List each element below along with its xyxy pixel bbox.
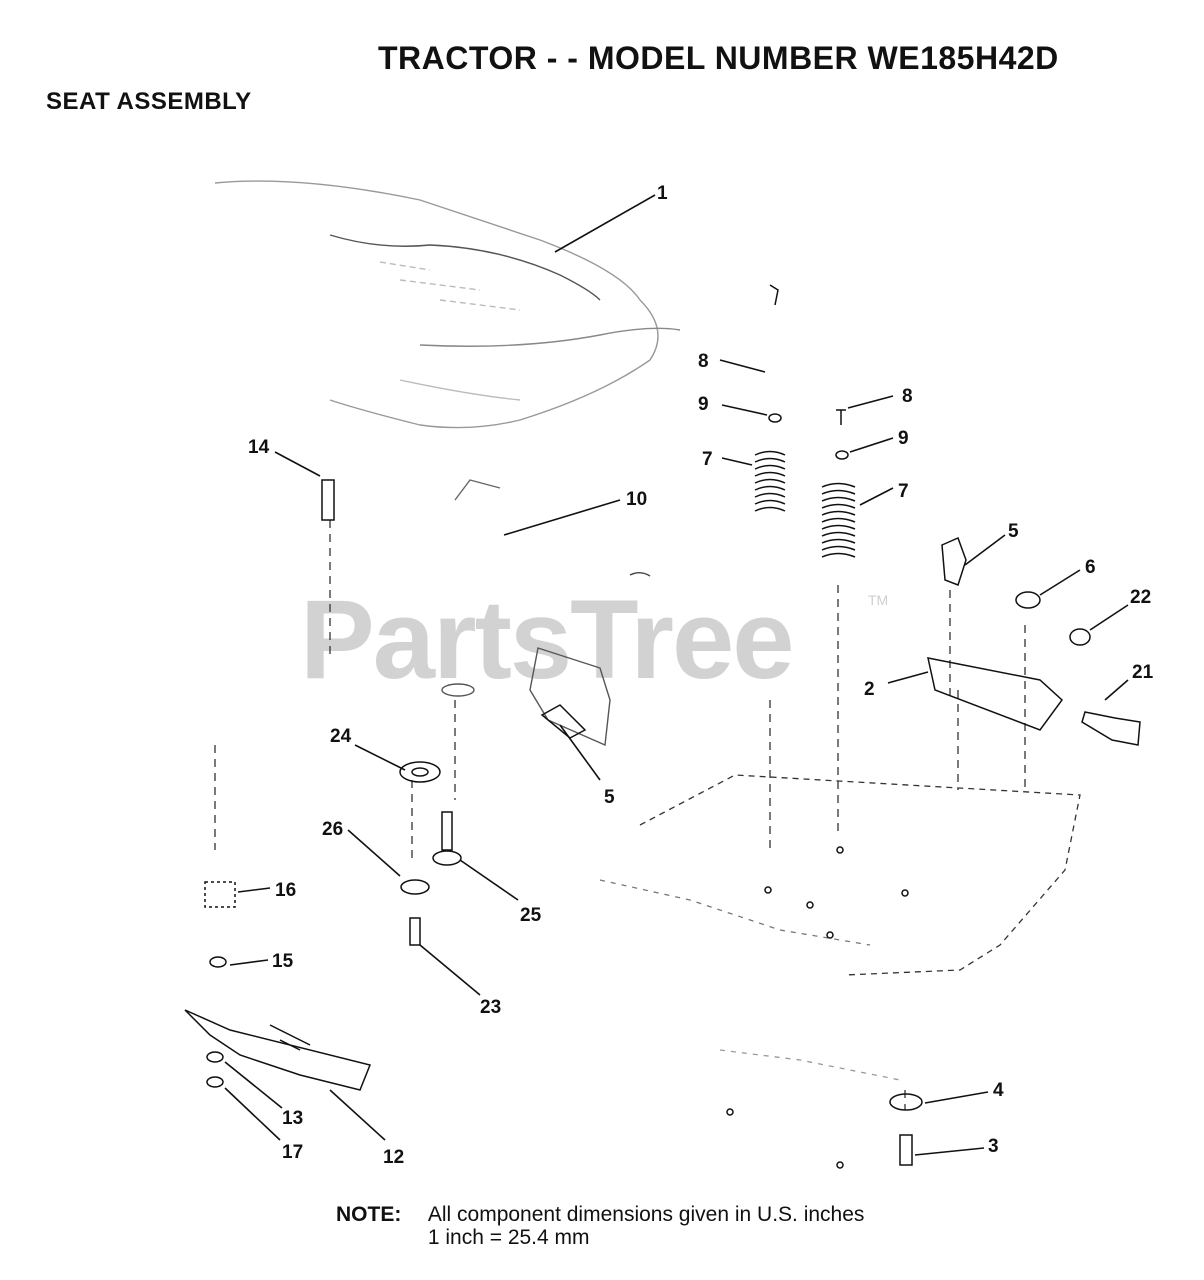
dimension-note: NOTE: All component dimensions given in … [336,1203,864,1249]
seat-pan [441,479,651,747]
note-label: NOTE: [336,1203,402,1226]
callout-2: 2 [864,679,875,700]
callout-8-right: 8 [902,386,913,407]
callout-6: 6 [1085,557,1096,578]
callout-21: 21 [1132,662,1154,683]
watermark-logo: PartsTree [300,577,795,702]
callout-13: 13 [282,1108,303,1129]
callout-17: 17 [282,1142,303,1163]
callout-4: 4 [993,1080,1004,1101]
diagram-title: TRACTOR - - MODEL NUMBER WE185H42D [378,40,1059,76]
seat-cushion [214,180,681,429]
callout-10: 10 [626,489,647,510]
note-line-2: 1 inch = 25.4 mm [427,1226,590,1249]
callout-3: 3 [988,1136,999,1157]
callout-5-bracket: 5 [1008,521,1019,542]
callout-1: 1 [657,183,668,204]
callout-7-right: 7 [898,481,909,502]
callout-23: 23 [480,997,501,1018]
note-line-1: All component dimensions given in U.S. i… [427,1203,865,1226]
watermark-trademark: TM [868,592,889,608]
callout-5-seat: 5 [604,787,615,808]
callout-7-left: 7 [702,449,713,470]
callout-14: 14 [248,437,270,458]
section-title: SEAT ASSEMBLY [46,88,252,115]
callout-15: 15 [272,951,294,972]
callout-25: 25 [520,905,542,926]
spring-right [821,482,856,558]
callout-16: 16 [275,880,296,901]
callout-24: 24 [330,726,352,747]
callout-9-right: 9 [898,428,909,449]
callout-labels: 1 2 3 4 5 5 6 7 7 8 8 9 9 10 12 13 14 15… [248,183,1154,1168]
spring-left [754,450,786,512]
callout-9-left: 9 [698,394,709,415]
callout-22: 22 [1130,587,1151,608]
leader-lines [224,194,1129,1156]
centerlines [214,520,1026,1110]
callout-8-left: 8 [698,351,709,372]
hardware-parts [184,284,1141,1169]
seat-base-plate [599,774,1081,1081]
callout-26: 26 [322,819,343,840]
callout-12: 12 [383,1147,404,1168]
